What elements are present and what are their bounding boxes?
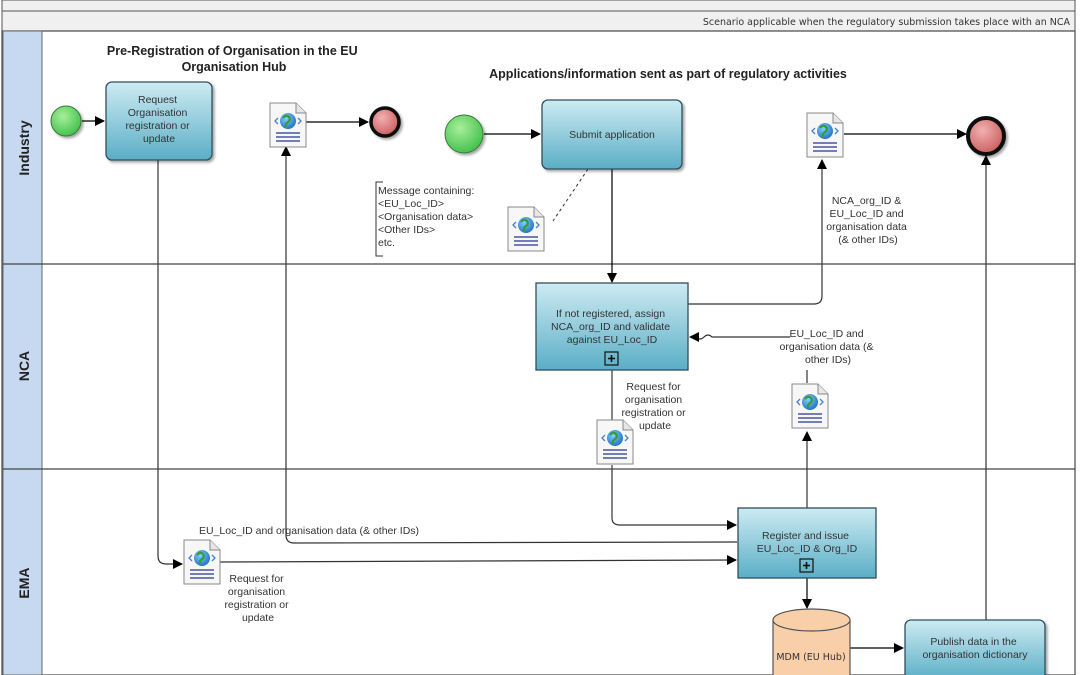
svg-text:Register and issue EU_Lo: Register and issue EU_Loc_ID & Org_ID bbox=[757, 530, 858, 555]
message-document-icon[interactable] bbox=[805, 111, 845, 159]
end-event-1[interactable] bbox=[369, 106, 401, 138]
flow-label-ema-request: Request for organisation registration or… bbox=[224, 573, 291, 624]
pre-registration-title: Pre-Registration of Organisation in the … bbox=[107, 44, 361, 74]
svg-text:If not registered, assign: If not registered, assign NCA_org_ID and… bbox=[551, 308, 673, 346]
lane-label-ema: EMA bbox=[16, 567, 32, 598]
task-assign-validate[interactable]: If not registered, assign NCA_org_ID and… bbox=[535, 282, 689, 371]
lane-header-ema bbox=[2, 468, 43, 675]
flow-eu-loc-to-assign bbox=[689, 332, 790, 342]
flow-ema-doc-to-register bbox=[219, 555, 737, 566]
flow-register-to-industry-doc bbox=[281, 146, 738, 544]
start-event-2[interactable] bbox=[444, 114, 484, 154]
lane-label-nca: NCA bbox=[16, 351, 32, 381]
expand-subprocess-icon[interactable] bbox=[604, 351, 619, 366]
svg-text:Request Organisation: Request Organisation registration or upd… bbox=[125, 94, 192, 145]
lane-label-industry: Industry bbox=[16, 120, 32, 175]
expand-subprocess-icon[interactable] bbox=[799, 558, 814, 573]
flow-label-nca-request: Request for organisation registration or… bbox=[621, 381, 688, 432]
end-event-2[interactable] bbox=[966, 116, 1006, 156]
message-document-icon[interactable] bbox=[790, 382, 830, 430]
scenario-note: Scenario applicable when the regulatory … bbox=[703, 17, 1071, 28]
task-publish-data[interactable]: Publish data in the organisation diction… bbox=[904, 619, 1046, 675]
message-document-icon[interactable] bbox=[506, 205, 546, 253]
message-document-icon[interactable] bbox=[268, 101, 308, 149]
message-document-icon[interactable] bbox=[595, 418, 635, 466]
flow-label-eu-loc-to-nca: EU_Loc_ID and organisation data (& other… bbox=[780, 328, 877, 366]
svg-text:Message containing: <EU_: Message containing: <EU_Loc_ID> <Organis… bbox=[378, 185, 477, 249]
task-register-issue[interactable]: Register and issue EU_Loc_ID & Org_ID bbox=[737, 507, 877, 579]
annotation-message-contents: Message containing: <EU_Loc_ID> <Organis… bbox=[375, 181, 477, 257]
flow-nca-doc-to-register bbox=[611, 465, 737, 530]
lane-header-nca bbox=[2, 263, 43, 470]
flow-assign-to-industry-doc bbox=[688, 159, 827, 305]
start-event-1[interactable] bbox=[50, 105, 82, 137]
datastore-label: MDM (EU Hub) bbox=[776, 652, 845, 663]
flow-label-ema-response: EU_Loc_ID and organisation data (& other… bbox=[199, 525, 419, 537]
datastore-mdm[interactable]: MDM (EU Hub) bbox=[772, 608, 851, 675]
flow-label-nca-response: NCA_org_ID & EU_Loc_ID and organisation … bbox=[826, 195, 909, 246]
svg-text:Publish data in the orga: Publish data in the organisation diction… bbox=[922, 636, 1028, 661]
association-dashed bbox=[552, 168, 589, 222]
task-submit-application[interactable]: Submit application bbox=[541, 99, 683, 170]
svg-text:Submit application: Submit application bbox=[569, 129, 655, 141]
applications-title: Applications/information sent as part of… bbox=[489, 67, 847, 81]
message-document-icon[interactable] bbox=[182, 538, 222, 586]
flow-request-to-ema bbox=[157, 160, 183, 569]
task-request-registration[interactable]: Request Organisation registration or upd… bbox=[105, 81, 213, 161]
header-bar bbox=[1, 0, 1076, 12]
